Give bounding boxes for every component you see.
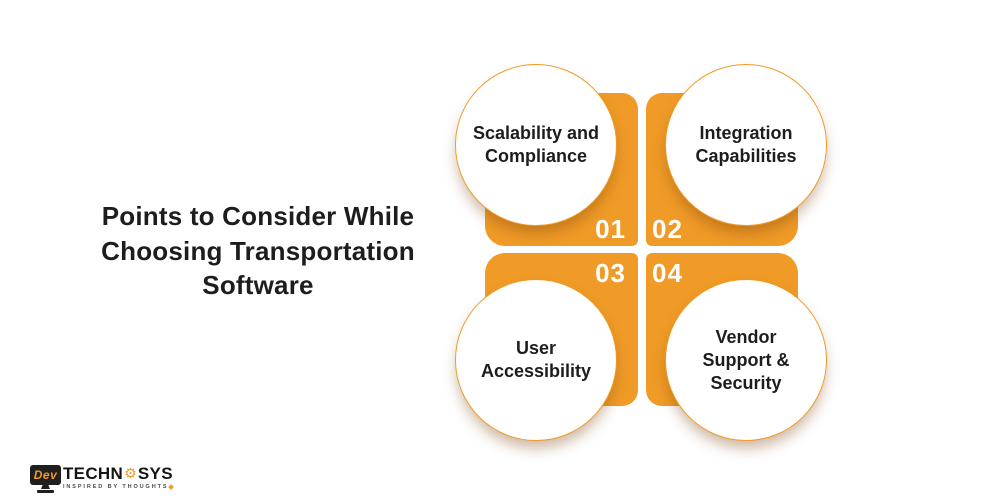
topic-circle-scalability-compliance: Scalability and Compliance	[455, 64, 617, 226]
brand-logo: Dev TECHN ⚙ SYS INSPIRED BY THOUGHTS	[30, 464, 175, 493]
brand-tagline: INSPIRED BY THOUGHTS	[63, 483, 169, 490]
page-title: Points to Consider While Choosing Transp…	[101, 201, 415, 300]
tagline-accent-icon	[168, 483, 175, 490]
topic-label: Vendor Support & Security	[702, 326, 790, 393]
step-number-01: 01	[595, 214, 626, 244]
topic-label: Integration Capabilities	[695, 123, 797, 166]
brand-name-suffix: SYS	[137, 464, 173, 483]
gear-icon: ⚙	[124, 466, 137, 482]
topic-circle-vendor-support-security: Vendor Support & Security	[665, 279, 827, 441]
step-number-02: 02	[652, 214, 683, 244]
brand-name-prefix: TECHN	[63, 464, 124, 483]
step-number-04: 04	[652, 258, 683, 288]
topic-label: Scalability and Compliance	[472, 123, 600, 166]
monitor-icon: Dev	[30, 465, 61, 493]
monitor-base	[37, 490, 54, 493]
step-number-03: 03	[595, 258, 626, 288]
topic-label: User Accessibility	[480, 338, 592, 381]
monitor-stand	[41, 485, 50, 489]
topic-circle-user-accessibility: User Accessibility	[455, 279, 617, 441]
brand-name: TECHN ⚙ SYS	[63, 464, 173, 483]
topic-circle-integration-capabilities: Integration Capabilities	[665, 64, 827, 226]
monitor-screen-text: Dev	[30, 465, 61, 485]
